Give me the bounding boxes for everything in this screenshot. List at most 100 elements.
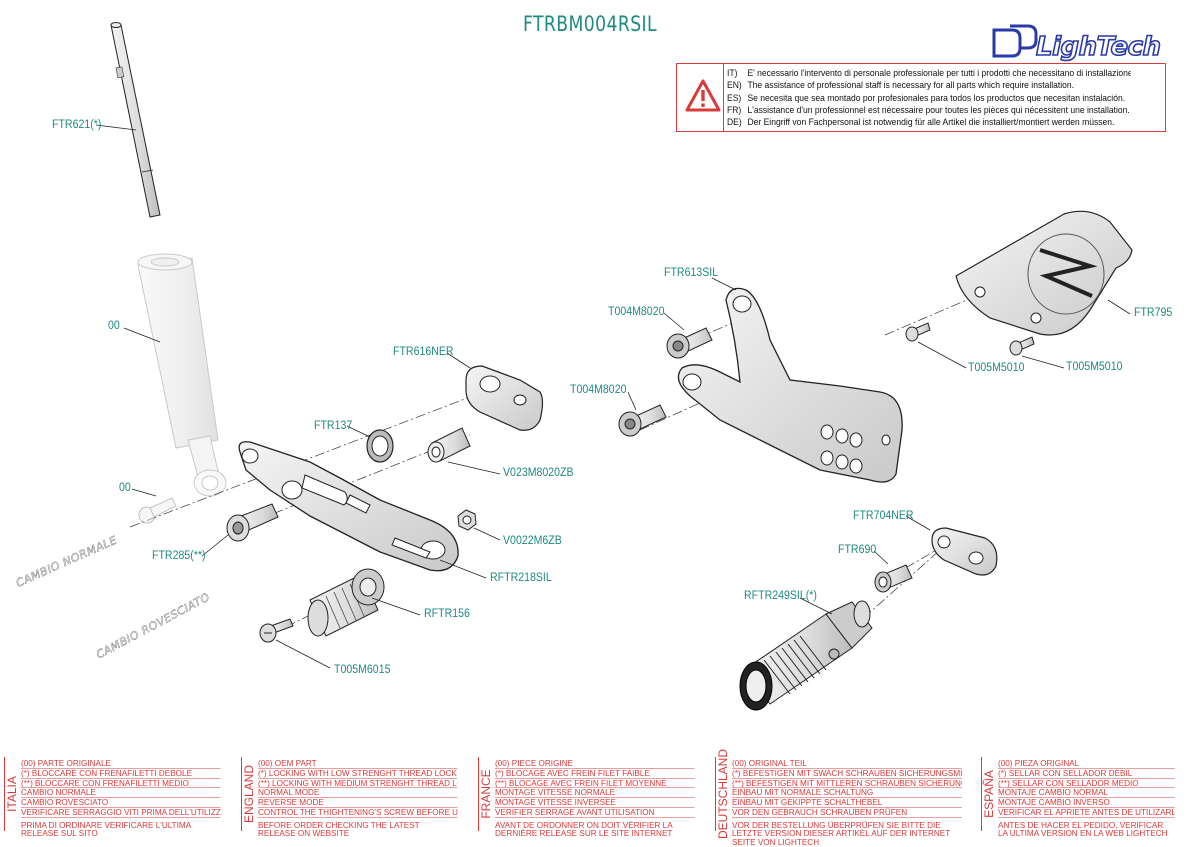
legend-row: (*) BEFESTIGEN MIT SWACH SCHRAUBEN SICHE… — [732, 768, 962, 779]
legend-country: ENGLAND — [241, 757, 257, 831]
screw-t005m5010-a — [905, 322, 931, 342]
legend-country: FRANCE — [478, 757, 494, 831]
legend-rows: (00) ORIGINAL TEIL(*) BEFESTIGEN MIT SWA… — [732, 759, 974, 847]
warning-text: The assistance of professional staff is … — [747, 80, 1075, 91]
legend-row: (*) LOCKING WITH LOW STRENGHT THREAD LOC… — [258, 768, 458, 779]
legend-row: CAMBIO NORMALE — [21, 788, 221, 799]
screw-t005m5010-b — [1009, 336, 1035, 356]
screw-t005m6015 — [259, 618, 294, 643]
legend-row: (**) BLOCAGE AVEC FREIN FILET MOYENNE — [495, 779, 695, 789]
legend-country-label: ESPAÑA — [982, 770, 996, 818]
label-v023m8020zb: V023M8020ZB — [503, 467, 574, 479]
leader-lines — [95, 124, 1131, 669]
footpeg-rftr156 — [307, 568, 385, 637]
oem-linkage-cylinder — [137, 253, 227, 497]
legend-block-france: FRANCE(00) PIECE ORIGINE(*) BLOCAGE AVEC… — [478, 757, 709, 838]
label-v0022m6zb: V0022M6ZB — [503, 535, 562, 547]
warning-language-code: DE) — [727, 117, 742, 128]
exploded-view-drawing — [95, 22, 1133, 711]
legend-row: (*) SELLAR CON SELLADOR DEBIL — [998, 769, 1175, 779]
legend-row: EINBAU MIT GEKIPPTE SCHALTHEBEL — [732, 798, 962, 808]
legend-rows: (00) PIECE ORIGINE(*) BLOCAGE AVEC FREIN… — [495, 759, 705, 838]
oem-bolt — [138, 497, 177, 524]
legend-row: (**) LOCKING WITH MEDIUM STRENGHT THREAD… — [258, 778, 458, 789]
footpeg-rftr249sil — [739, 600, 873, 711]
label-rftr156: RFTR156 — [424, 608, 470, 620]
label-t005m6015: T005M6015 — [334, 664, 391, 676]
legend-block-italia: ITALIA(00) PARTE ORIGINALE(*) BLOCCARE C… — [4, 757, 235, 838]
legend-footer: ITALIA(00) PARTE ORIGINALE(*) BLOCCARE C… — [0, 749, 1191, 846]
legend-row: VERIFIER SERRAGE AVANT UTILISATION — [495, 808, 695, 818]
legend-row: VERIFICAR EL APRIETE ANTES DE UTILIZARLO — [998, 807, 1175, 818]
label-rftr249sil: RFTR249SIL(*) — [744, 590, 817, 602]
shift-rod-ftr621 — [110, 22, 161, 218]
legend-country: ITALIA — [4, 757, 20, 831]
legend-row: MONTAGE VITESSE NORMALE — [495, 788, 695, 799]
spacer-ftr690 — [874, 564, 913, 593]
label-ftr690: FTR690 — [838, 544, 877, 556]
legend-block-españa: ESPAÑA(00) PIEZA ORIGINAL(*) SELLAR CON … — [981, 757, 1188, 838]
legend-release-note: PRIMA DI ORDINARE VERIFICARE L'ULTIMA RE… — [21, 820, 191, 838]
legend-row: CONTROL THE THIGHTENING'S SCREW BEFORE U… — [258, 807, 458, 818]
label-t005m5010-b: T005M5010 — [1066, 361, 1123, 373]
warning-language-code: ES) — [727, 92, 742, 103]
label-ftr613sil: FTR613SIL — [664, 267, 719, 279]
legend-row: (00) PIECE ORIGINE — [495, 759, 695, 769]
warning-line: DE) Der Eingriff von Fachpersonal ist not… — [727, 116, 1131, 128]
warning-line: EN) The assistance of professional staff … — [727, 79, 1131, 91]
logo-text: LighTech — [1035, 31, 1162, 63]
legend-rows: (00) PIEZA ORIGINAL(*) SELLAR CON SELLAD… — [998, 759, 1184, 838]
legend-row: MONTAGE VITESSE INVERSEE — [495, 798, 695, 808]
legend-row: (**) BEFESTIGEN MIT MITTLEREN SCHRAUBEN … — [732, 778, 962, 789]
heel-guard-ftr795 — [955, 210, 1133, 336]
legend-row: (*) BLOCAGE AVEC FREIN FILET FAIBLE — [495, 769, 695, 779]
legend-block-england: ENGLAND(00) OEM PART(*) LOCKING WITH LOW… — [241, 757, 472, 838]
legend-row: (00) PIEZA ORIGINAL — [998, 759, 1175, 769]
warning-text: Der Eingriff von Fachpersonal ist notwen… — [747, 117, 1115, 128]
legend-row: EINBAU MIT NORMALE SCHALTUNG — [732, 788, 962, 799]
label-oem-upper: 00 — [108, 320, 120, 332]
warning-line: FR) L'assistance d'un professionnel est n… — [727, 104, 1131, 116]
legend-row: (*) BLOCCARE CON FRENAFILETTI DEBOLE — [21, 769, 221, 779]
spacer-v023m8020zb — [427, 427, 471, 463]
legend-country: DEUTSCHLAND — [715, 749, 731, 839]
installation-warning-box: IT)E' necessario l'intervento di persona… — [676, 63, 1166, 132]
pin-ftr285 — [226, 503, 279, 542]
shift-lever-rftr218sil — [238, 441, 459, 572]
warning-triangle-icon — [685, 79, 721, 112]
legend-rows: (00) OEM PART(*) LOCKING WITH LOW STRENG… — [258, 759, 468, 838]
label-t005m5010-a: T005M5010 — [968, 362, 1025, 374]
warning-language-code: FR) — [727, 104, 742, 115]
label-ftr795: FTR795 — [1134, 307, 1173, 319]
legend-row: NORMAL MODE — [258, 788, 458, 799]
bracket-ftr704ner — [931, 527, 998, 576]
legend-row: CAMBIO ROVESCIATO — [21, 798, 221, 808]
legend-row: (00) OEM PART — [258, 759, 458, 769]
legend-row: REVERSE MODE — [258, 798, 458, 808]
label-oem-lower: 00 — [119, 482, 131, 494]
label-ftr137: FTR137 — [314, 420, 353, 432]
label-ftr621: FTR621(*) — [52, 119, 102, 131]
legend-release-note: ANTES DE HACER EL PEDIDO, VERIFICAR LA U… — [998, 820, 1168, 838]
warning-line: ES)Se necesita que sea montado por profe… — [727, 92, 1131, 104]
bolt-t004m8020-mid — [618, 404, 667, 437]
legend-rows: (00) PARTE ORIGINALE(*) BLOCCARE CON FRE… — [21, 759, 231, 838]
lightech-logo: LighTech — [990, 22, 1170, 66]
legend-row: (**) SELLAR CON SELLADOR MEDIO — [998, 779, 1175, 789]
warning-separator — [723, 64, 724, 131]
bolt-t004m8020-top — [666, 327, 713, 359]
legend-row: MONTAJE CAMBIO INVERSO — [998, 798, 1175, 808]
legend-row: (00) PARTE ORIGINALE — [21, 759, 221, 769]
legend-row: VERIFICARE SERRAGGIO VITI PRIMA DELL'UTI… — [21, 807, 221, 818]
legend-row: (**) BLOCCARE CON FRENAFILETTI MEDIO — [21, 779, 221, 789]
legend-release-note: BEFORE ORDER CHECKING THE LATEST RELEASE… — [258, 820, 420, 838]
legend-country-label: ITALIA — [5, 776, 19, 812]
warning-language-code: EN) — [727, 80, 742, 91]
warning-text: L'assistance d'un professionnel est néce… — [747, 104, 1130, 115]
warning-text: E' necessario l'intervento di personale … — [747, 68, 1131, 78]
label-ftr704ner: FTR704NER — [853, 510, 914, 522]
logo-mark-icon — [992, 24, 1038, 58]
legend-release-note: VOR DER BESTELLUNG ÜBERPRÜFEN SIE BITTE … — [732, 820, 951, 847]
label-ftr616ner: FTR616NER — [393, 346, 454, 358]
warning-line: IT)E' necessario l'intervento di persona… — [727, 67, 1131, 79]
